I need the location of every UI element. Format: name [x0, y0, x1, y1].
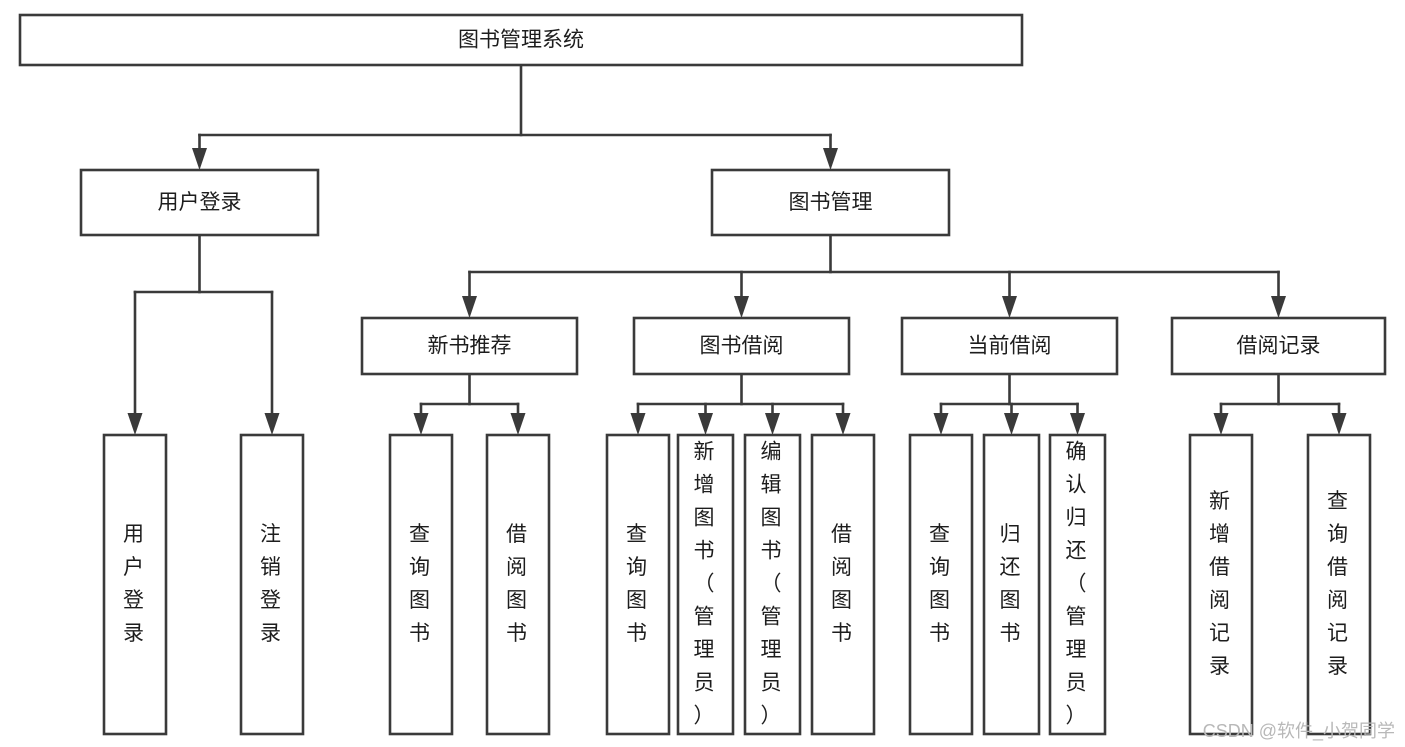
node-leaf-confirm-return[interactable]: 确认归还（管理员） — [1048, 433, 1107, 736]
node-leaf-user-login[interactable]: 用户登录 — [102, 433, 168, 736]
node-leaf-query-loan-rec[interactable]: 查询借阅记录 — [1306, 433, 1372, 736]
arrow-head-icon — [1271, 296, 1286, 318]
node-leaf-user-logout[interactable]: 注销登录 — [239, 433, 305, 736]
node-box — [1188, 433, 1254, 736]
node-leaf-borrow-book-1[interactable]: 借阅图书 — [485, 433, 551, 736]
arrow-head-icon — [823, 148, 838, 170]
node-l3-current-loan[interactable]: 当前借阅 — [900, 316, 1119, 376]
node-l3-loan-record[interactable]: 借阅记录 — [1170, 316, 1387, 376]
node-box — [79, 168, 320, 237]
arrow-head-icon — [127, 413, 143, 435]
node-leaf-query-book-2[interactable]: 查询图书 — [605, 433, 671, 736]
node-box — [360, 316, 579, 376]
node-label: 借阅记录 — [1237, 335, 1321, 358]
node-label: 确认归还（管理员） — [1066, 440, 1090, 727]
node-l3-new-book-rec[interactable]: 新书推荐 — [360, 316, 579, 376]
node-l3-book-borrow[interactable]: 图书借阅 — [632, 316, 851, 376]
node-leaf-add-loan-rec[interactable]: 新增借阅记录 — [1188, 433, 1254, 736]
node-box — [810, 433, 876, 736]
arrow-head-icon — [1070, 413, 1085, 435]
node-box — [239, 433, 305, 736]
node-leaf-query-book-3[interactable]: 查询图书 — [908, 433, 974, 736]
node-box — [485, 433, 551, 736]
node-box — [743, 433, 802, 736]
node-box — [982, 433, 1041, 736]
node-box — [676, 433, 735, 736]
node-label: 查询图书 — [929, 523, 953, 645]
node-leaf-add-book[interactable]: 新增图书（管理员） — [676, 433, 735, 736]
arrow-head-icon — [1331, 413, 1347, 435]
watermark-label: CSDN @软件_小贺同学 — [1202, 721, 1395, 741]
node-label: 查询图书 — [626, 523, 650, 645]
node-label: 新增借阅记录 — [1209, 490, 1233, 678]
node-box — [908, 433, 974, 736]
node-label: 新增图书（管理员） — [694, 440, 718, 727]
arrow-head-icon — [510, 413, 526, 435]
node-box — [388, 433, 454, 736]
node-l2-book-manage[interactable]: 图书管理 — [710, 168, 951, 237]
node-box — [900, 316, 1119, 376]
node-label: 图书管理系统 — [458, 29, 584, 52]
node-label: 归还图书 — [1000, 523, 1024, 645]
node-box — [1170, 316, 1387, 376]
arrow-head-icon — [933, 413, 949, 435]
node-label: 用户登录 — [123, 523, 147, 645]
node-box — [18, 13, 1024, 67]
arrow-head-icon — [630, 413, 646, 435]
arrow-head-icon — [264, 413, 280, 435]
arrow-head-icon — [413, 413, 429, 435]
node-label: 注销登录 — [260, 523, 284, 645]
node-box — [632, 316, 851, 376]
node-box — [1306, 433, 1372, 736]
node-label: 借阅图书 — [506, 523, 530, 645]
node-label: 查询借阅记录 — [1327, 490, 1351, 678]
node-box — [710, 168, 951, 237]
node-label: 用户登录 — [158, 191, 242, 214]
arrow-head-icon — [1004, 413, 1019, 435]
node-leaf-borrow-book-2[interactable]: 借阅图书 — [810, 433, 876, 736]
node-l2-user-login[interactable]: 用户登录 — [79, 168, 320, 237]
arrow-head-icon — [698, 413, 713, 435]
arrow-head-icon — [192, 148, 207, 170]
connector-layer — [127, 63, 1347, 435]
node-box — [605, 433, 671, 736]
node-root[interactable]: 图书管理系统 — [18, 13, 1024, 67]
node-label: 借阅图书 — [831, 523, 855, 645]
node-label: 查询图书 — [409, 523, 433, 645]
node-box — [102, 433, 168, 736]
node-label: 图书借阅 — [700, 335, 784, 358]
arrow-head-icon — [1002, 296, 1017, 318]
node-label: 图书管理 — [789, 191, 873, 214]
node-label: 新书推荐 — [428, 335, 512, 358]
arrow-head-icon — [765, 413, 780, 435]
node-label: 当前借阅 — [968, 335, 1052, 358]
arrow-head-icon — [1213, 413, 1229, 435]
node-leaf-edit-book[interactable]: 编辑图书（管理员） — [743, 433, 802, 736]
node-leaf-query-book-1[interactable]: 查询图书 — [388, 433, 454, 736]
node-box — [1048, 433, 1107, 736]
arrow-head-icon — [462, 296, 477, 318]
arrow-head-icon — [734, 296, 749, 318]
node-leaf-return-book[interactable]: 归还图书 — [982, 433, 1041, 736]
node-label: 编辑图书（管理员） — [761, 440, 785, 727]
node-layer: 图书管理系统用户登录图书管理新书推荐图书借阅当前借阅借阅记录用户登录注销登录查询… — [18, 13, 1387, 736]
arrow-head-icon — [835, 413, 851, 435]
